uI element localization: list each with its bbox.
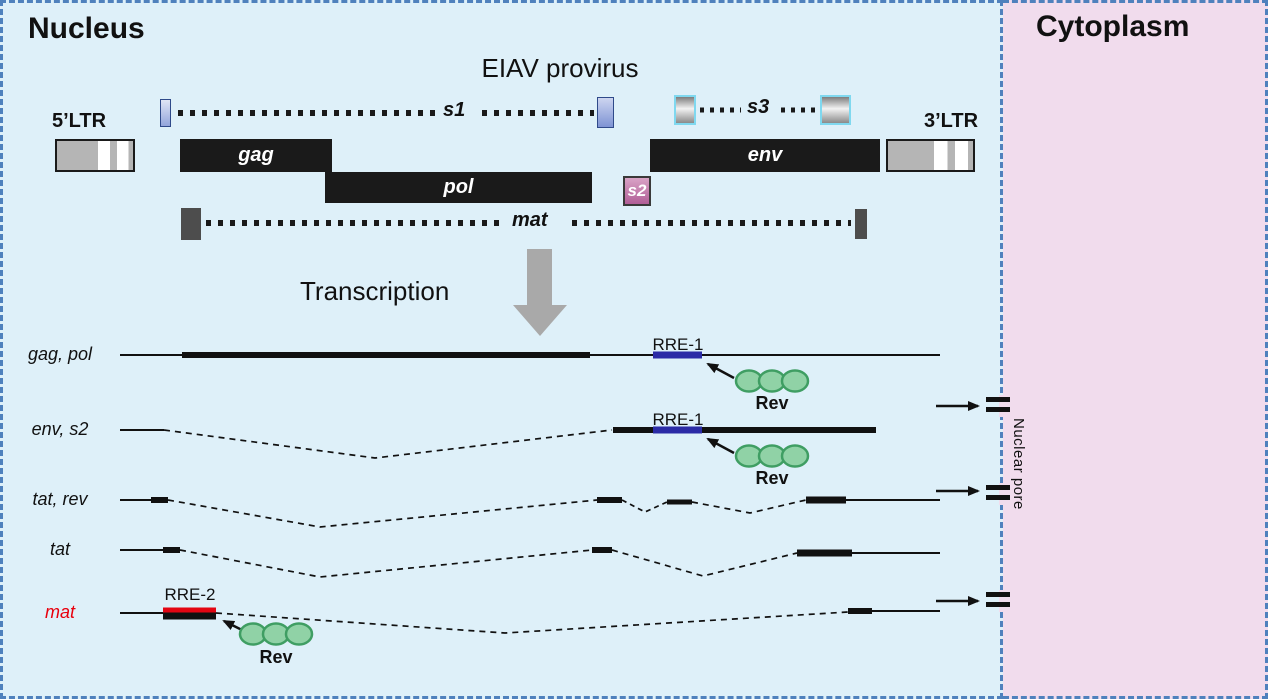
env-label: env [747,144,783,166]
transcription-arrow-head [513,305,567,336]
ltr5-label: 5’LTR [52,110,107,132]
s3-splice-label: s3 [747,96,770,118]
s2-gene-box: s2 [623,176,651,206]
rre1-label-row1: RRE-1 [652,335,704,354]
env-gene-box: env [650,139,880,172]
s1-splice-acceptor-box [597,97,614,128]
cytoplasm-label: Cytoplasm [1036,10,1190,43]
nuclear-pore-label: Nuclear pore [1010,418,1027,510]
s1-splice-label: s1 [443,99,466,121]
mat-splice-donor-box [181,208,201,240]
transcript-label-env-s2: env, s2 [31,419,89,439]
nucleus-label: Nucleus [28,12,145,45]
transcription-arrow-shaft [527,249,552,305]
gag-label: gag [238,144,274,166]
cytoplasm-region [1003,0,1268,699]
transcript-label-gag-pol: gag, pol [27,344,93,364]
ltr3-label: 3’LTR [924,110,979,132]
gag-gene-box: gag [180,139,332,172]
rre1-label-row2: RRE-1 [652,410,704,429]
rev-label-row2: Rev [755,468,789,488]
pol-gene-box: pol [325,172,592,203]
transcript-label-tat: tat [49,539,70,559]
ltr5-box [55,139,135,172]
rre2-label: RRE-2 [164,585,216,604]
transcription-label: Transcription [300,276,450,306]
pol-label: pol [443,176,474,198]
mat-splice-label: mat [512,209,548,231]
mat-splice-acceptor-box [855,209,867,239]
s2-label: s2 [627,181,647,200]
transcript-label-mat: mat [44,602,75,622]
rev-label-row1: Rev [755,393,789,413]
provirus-title: EIAV provirus [481,53,639,83]
s1-splice-donor-box [160,99,171,127]
s3-splice-acceptor-box [820,95,851,125]
transcript-label-tat-rev: tat, rev [32,489,88,509]
rev-label-row5: Rev [259,647,293,667]
s3-splice-donor-box [674,95,696,125]
ltr3-box [886,139,975,172]
